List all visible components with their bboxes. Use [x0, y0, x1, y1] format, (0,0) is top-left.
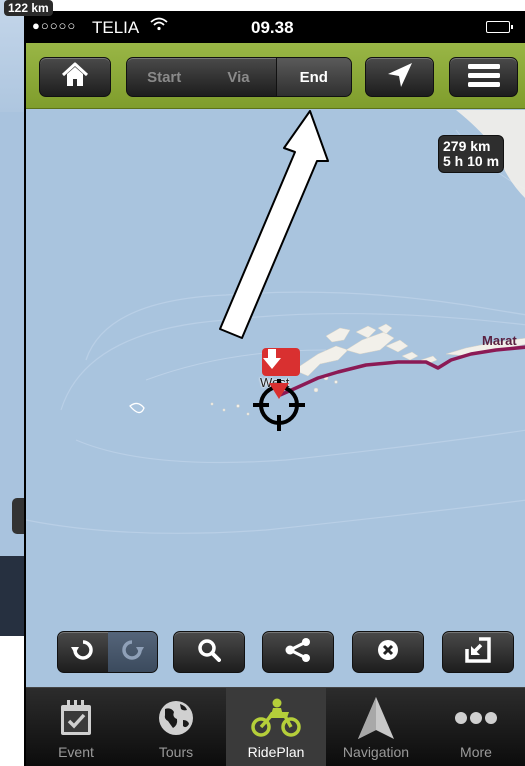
- tab-label: Navigation: [342, 744, 410, 760]
- end-point-marker[interactable]: [262, 348, 300, 376]
- phone-screen: ●○○○○ TELIA 09.38 Start Via End: [24, 11, 525, 766]
- background-distance-badge: 122 km: [4, 0, 53, 16]
- calendar-check-icon: [46, 696, 106, 740]
- carrier-name: TELIA: [92, 18, 140, 37]
- map-city-label: Marat: [482, 333, 517, 348]
- background-screen: [0, 0, 24, 636]
- status-bar: ●○○○○ TELIA 09.38: [26, 11, 525, 43]
- waypoint-selector: Start Via End: [126, 57, 352, 97]
- location-arrow-icon: [386, 61, 414, 94]
- export-button[interactable]: [442, 631, 514, 673]
- clock: 09.38: [251, 18, 294, 37]
- tab-navigation[interactable]: Navigation: [326, 688, 426, 766]
- home-button[interactable]: [39, 57, 111, 97]
- navigation-arrow-icon: [346, 696, 406, 740]
- tab-label: RidePlan: [247, 744, 305, 760]
- share-icon: [284, 637, 312, 667]
- magnifier-icon: [197, 638, 221, 667]
- tab-more[interactable]: More: [426, 688, 525, 766]
- globe-icon: [146, 696, 206, 740]
- battery-icon: [486, 21, 513, 33]
- redo-button[interactable]: [107, 632, 157, 672]
- map-view[interactable]: 279 km 5 h 10 m Marat West: [26, 110, 525, 684]
- tab-end[interactable]: End: [275, 58, 351, 96]
- map-controls: [26, 631, 525, 677]
- motorcycle-icon: [246, 696, 306, 740]
- wifi-icon: [150, 17, 168, 36]
- route-distance: 279 km: [443, 138, 491, 154]
- undo-icon: [70, 638, 95, 667]
- background-map: [0, 0, 24, 112]
- undo-redo-group: [57, 631, 158, 673]
- share-button[interactable]: [262, 631, 334, 673]
- tab-label: Tours: [158, 744, 194, 760]
- hamburger-icon: [467, 63, 501, 92]
- tab-label: More: [460, 744, 492, 760]
- route-summary-badge: 279 km 5 h 10 m: [438, 135, 505, 173]
- close-circle-icon: [376, 638, 400, 667]
- top-toolbar: Start Via End: [26, 43, 525, 109]
- clear-route-button[interactable]: [352, 631, 424, 673]
- tab-tours[interactable]: Tours: [126, 688, 226, 766]
- more-dots-icon: [446, 696, 506, 740]
- search-button[interactable]: [173, 631, 245, 673]
- redo-icon: [120, 638, 145, 667]
- route-duration: 5 h 10 m: [443, 153, 500, 169]
- tab-bar: Event Tours RidePlan Navigation: [26, 687, 525, 766]
- menu-button[interactable]: [449, 57, 518, 97]
- tab-via[interactable]: Via: [227, 68, 250, 86]
- tab-rideplan[interactable]: RidePlan: [226, 688, 326, 766]
- background-tab-bar: [0, 556, 24, 636]
- tab-label: Event: [58, 744, 94, 760]
- tab-start[interactable]: Start: [147, 68, 182, 86]
- export-icon: [465, 636, 491, 668]
- signal-strength: ●○○○○: [32, 18, 77, 33]
- background-button: [12, 498, 24, 534]
- crosshair-icon: [249, 375, 309, 435]
- undo-button[interactable]: [58, 632, 108, 672]
- tab-event[interactable]: Event: [26, 688, 126, 766]
- home-icon: [60, 62, 90, 93]
- locate-button[interactable]: [365, 57, 434, 97]
